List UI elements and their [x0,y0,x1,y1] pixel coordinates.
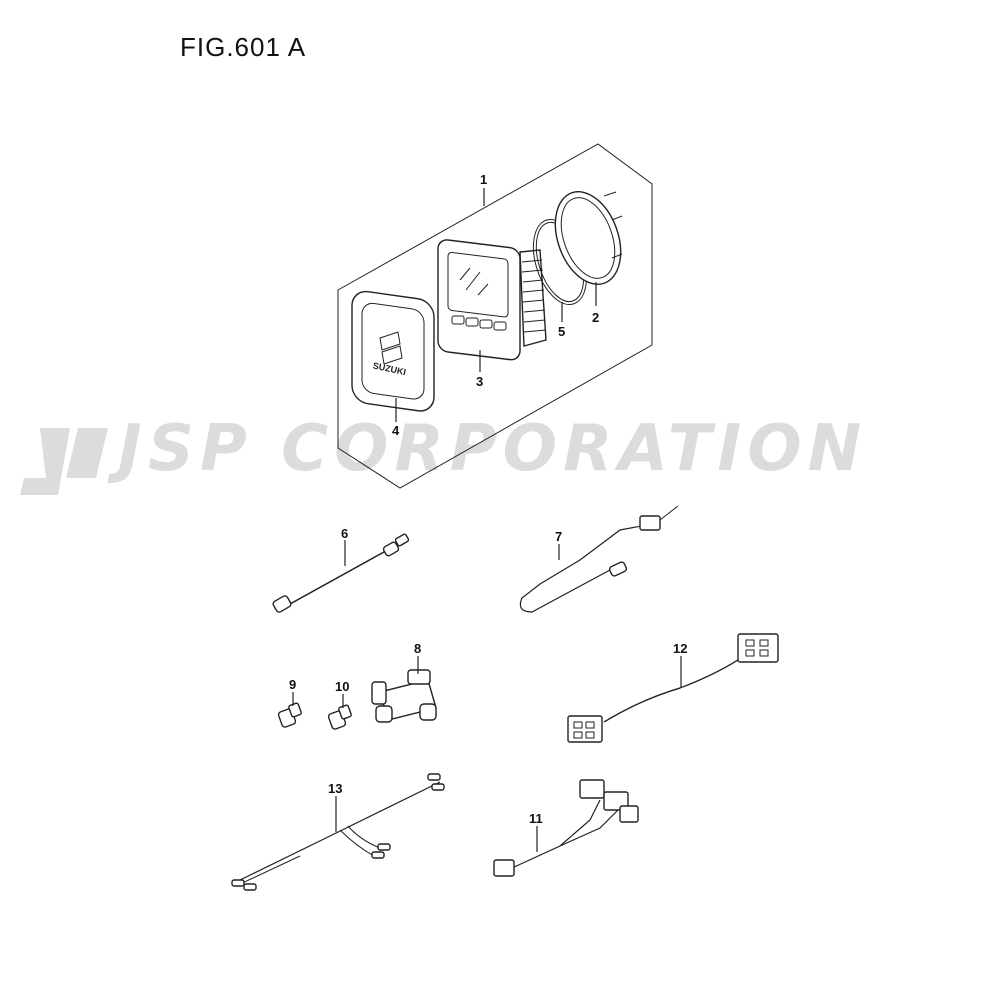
part-6-backbone-cable [272,533,410,613]
part-2-retaining-nut [554,191,623,285]
callout-3: 3 [476,374,483,389]
part-7-interface-cable [519,505,679,613]
callout-8: 8 [414,641,421,656]
watermark-logo-mark [20,428,70,495]
callout-9: 9 [289,677,296,692]
callout-5: 5 [558,324,565,339]
callout-7: 7 [555,529,562,544]
part-10-terminator [327,704,352,730]
assembly-frame [337,143,653,489]
callout-6: 6 [341,526,348,541]
callout-1: 1 [480,172,487,187]
figure-title: FIG.601 A [180,32,307,62]
callout-4: 4 [392,423,400,438]
part-12-harness [567,633,779,743]
watermark: JSP CORPORATION [20,412,867,495]
part-3-display-gauge [437,239,547,361]
part-8-t-connector [371,669,437,723]
watermark-text: JSP CORPORATION [107,412,867,486]
callout-12: 12 [673,641,687,656]
callout-10: 10 [335,679,349,694]
callout-13: 13 [328,781,342,796]
part-9-terminator [277,702,302,728]
part-13-wire-harness [231,773,445,891]
part-4-bezel-cover: SUZUKI [351,290,435,412]
callout-2: 2 [592,310,599,325]
part-11-adapter-cable [493,779,639,877]
watermark-logo-bar [66,428,108,478]
callout-11: 11 [529,811,543,826]
